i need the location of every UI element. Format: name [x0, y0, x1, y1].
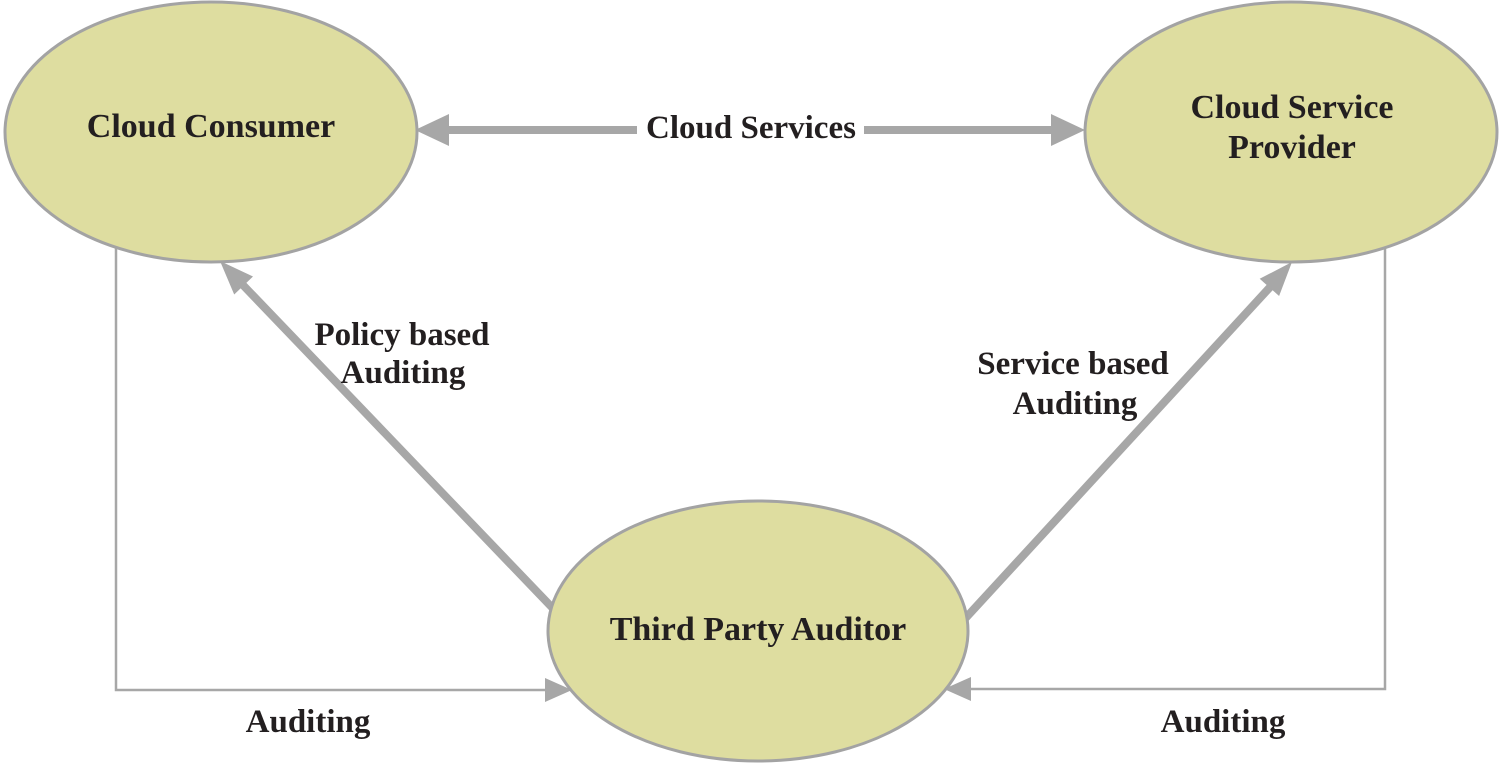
cloud-services-arrowhead-right	[1051, 114, 1085, 146]
policy-based-auditing-arrow	[238, 280, 569, 625]
service-based-auditing-label-line2: Auditing	[1013, 386, 1138, 422]
auditing-left-path	[114, 246, 548, 692]
auditing-left-label: Auditing	[246, 704, 371, 740]
cloud-services-label: Cloud Services	[646, 110, 856, 146]
cloud-service-provider-label-line2: Provider	[1228, 129, 1356, 166]
policy-based-auditing-label-line1: Policy based	[314, 317, 489, 353]
policy-based-auditing-arrowhead	[220, 261, 253, 295]
cloud-services-arrowhead-left	[415, 114, 449, 146]
cloud-consumer-label: Cloud Consumer	[87, 108, 335, 145]
cloud-service-provider-node	[1083, 0, 1499, 264]
auditing-right-path	[968, 246, 1387, 691]
service-based-auditing-arrow	[959, 282, 1275, 625]
auditing-right-label: Auditing	[1161, 704, 1286, 740]
third-party-auditor-label: Third Party Auditor	[610, 611, 907, 648]
third-party-auditor-node	[546, 499, 970, 763]
service-based-auditing-arrowhead	[1259, 262, 1292, 296]
policy-based-auditing-label-line2: Auditing	[341, 355, 466, 391]
cloud-consumer-node	[3, 0, 419, 264]
service-based-auditing-label-line1: Service based	[977, 346, 1169, 382]
cloud-service-provider-label-line1: Cloud Service	[1190, 89, 1393, 126]
auditing-right-arrowhead	[944, 677, 971, 701]
auditing-left-arrowhead	[545, 678, 572, 702]
